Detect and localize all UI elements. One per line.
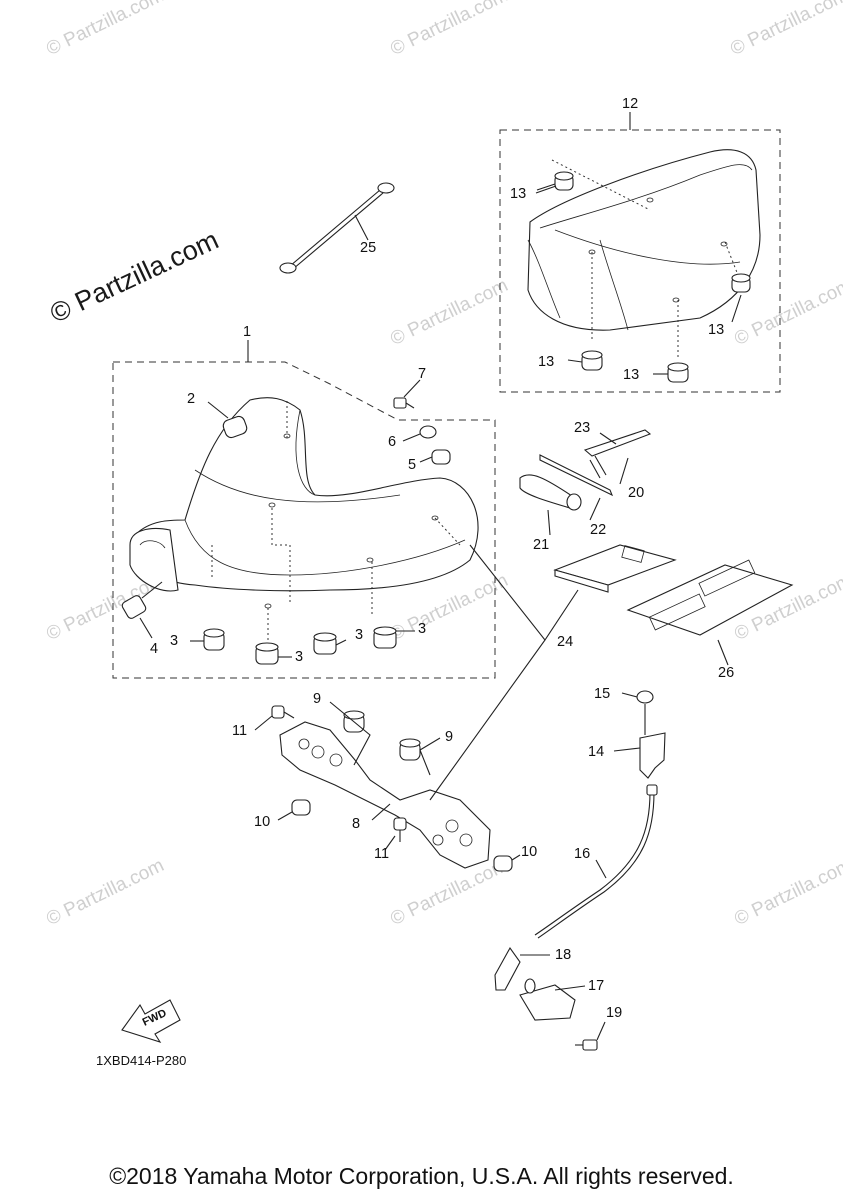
manual-26 bbox=[626, 559, 794, 636]
callout-9: 9 bbox=[313, 691, 322, 707]
callout-9: 9 bbox=[445, 729, 454, 745]
callout-16: 16 bbox=[574, 846, 591, 862]
part-5-damper bbox=[431, 449, 451, 465]
callout-11: 11 bbox=[232, 723, 248, 739]
bracket-14 bbox=[639, 732, 666, 779]
damper-10-b bbox=[493, 855, 513, 872]
bracket-18 bbox=[494, 946, 521, 991]
cable-16 bbox=[534, 791, 651, 936]
callout-15: 15 bbox=[594, 686, 611, 702]
damper-13-c bbox=[581, 350, 603, 371]
callout-2: 2 bbox=[187, 391, 196, 407]
damper-3-b bbox=[255, 642, 279, 665]
tool-23-hex-key bbox=[583, 429, 652, 479]
damper-13-a bbox=[554, 171, 574, 191]
callout-18: 18 bbox=[555, 947, 572, 963]
seat-cable bbox=[279, 182, 395, 274]
callout-3: 3 bbox=[418, 621, 427, 637]
callout-7: 7 bbox=[418, 366, 427, 382]
callout-10: 10 bbox=[521, 844, 538, 860]
callout-11: 11 bbox=[374, 846, 390, 862]
damper-13-d bbox=[667, 362, 689, 383]
fwd-arrow-icon bbox=[121, 999, 181, 1043]
lock-17 bbox=[519, 978, 576, 1021]
callout-25: 25 bbox=[360, 240, 377, 256]
bolt-11-a bbox=[271, 705, 295, 719]
callout-22: 22 bbox=[590, 522, 607, 538]
bolt-11-b bbox=[393, 817, 407, 842]
callout-8: 8 bbox=[352, 816, 361, 832]
damper-9-b bbox=[399, 738, 421, 761]
callout-23: 23 bbox=[574, 420, 591, 436]
part-6-collar bbox=[419, 425, 437, 439]
group-box-1 bbox=[112, 361, 496, 679]
bracket-8 bbox=[279, 721, 491, 869]
callout-10: 10 bbox=[254, 814, 271, 830]
callout-13: 13 bbox=[538, 354, 555, 370]
callout-6: 6 bbox=[388, 434, 397, 450]
callout-1: 1 bbox=[243, 324, 252, 340]
front-seat bbox=[129, 397, 479, 640]
damper-3-d bbox=[373, 626, 397, 649]
diagram-code: 1XBD414-P280 bbox=[96, 1053, 187, 1068]
callout-13: 13 bbox=[510, 186, 527, 202]
callout-26: 26 bbox=[718, 665, 735, 681]
callout-13: 13 bbox=[708, 322, 725, 338]
callout-3: 3 bbox=[355, 627, 364, 643]
callout-13: 13 bbox=[623, 367, 640, 383]
damper-13-b bbox=[731, 273, 751, 293]
part-2-damper bbox=[222, 415, 248, 439]
nut-15 bbox=[636, 690, 654, 704]
copyright-text: ©2018 Yamaha Motor Corporation, U.S.A. A… bbox=[109, 1163, 734, 1189]
callout-12: 12 bbox=[622, 96, 639, 112]
part-4-bolt bbox=[121, 581, 163, 619]
damper-3-a bbox=[203, 628, 225, 651]
tool-bag-24 bbox=[553, 544, 677, 593]
callout-21: 21 bbox=[533, 537, 550, 553]
tool-21-handle bbox=[519, 474, 582, 511]
callout-4: 4 bbox=[150, 641, 159, 657]
tool-22-screwdriver bbox=[539, 454, 614, 497]
callout-3: 3 bbox=[295, 649, 304, 665]
damper-10-a bbox=[291, 799, 311, 816]
rear-seat bbox=[527, 149, 761, 360]
callout-5: 5 bbox=[408, 457, 417, 473]
damper-3-c bbox=[313, 632, 337, 655]
bolt-19 bbox=[575, 1039, 598, 1051]
group-box-12 bbox=[499, 129, 781, 393]
part-7-bolt bbox=[393, 397, 415, 409]
callout-20: 20 bbox=[628, 485, 645, 501]
callout-14: 14 bbox=[588, 744, 605, 760]
callout-24: 24 bbox=[557, 634, 574, 650]
callout-19: 19 bbox=[606, 1005, 623, 1021]
callout-17: 17 bbox=[588, 978, 605, 994]
callout-3: 3 bbox=[170, 633, 179, 649]
